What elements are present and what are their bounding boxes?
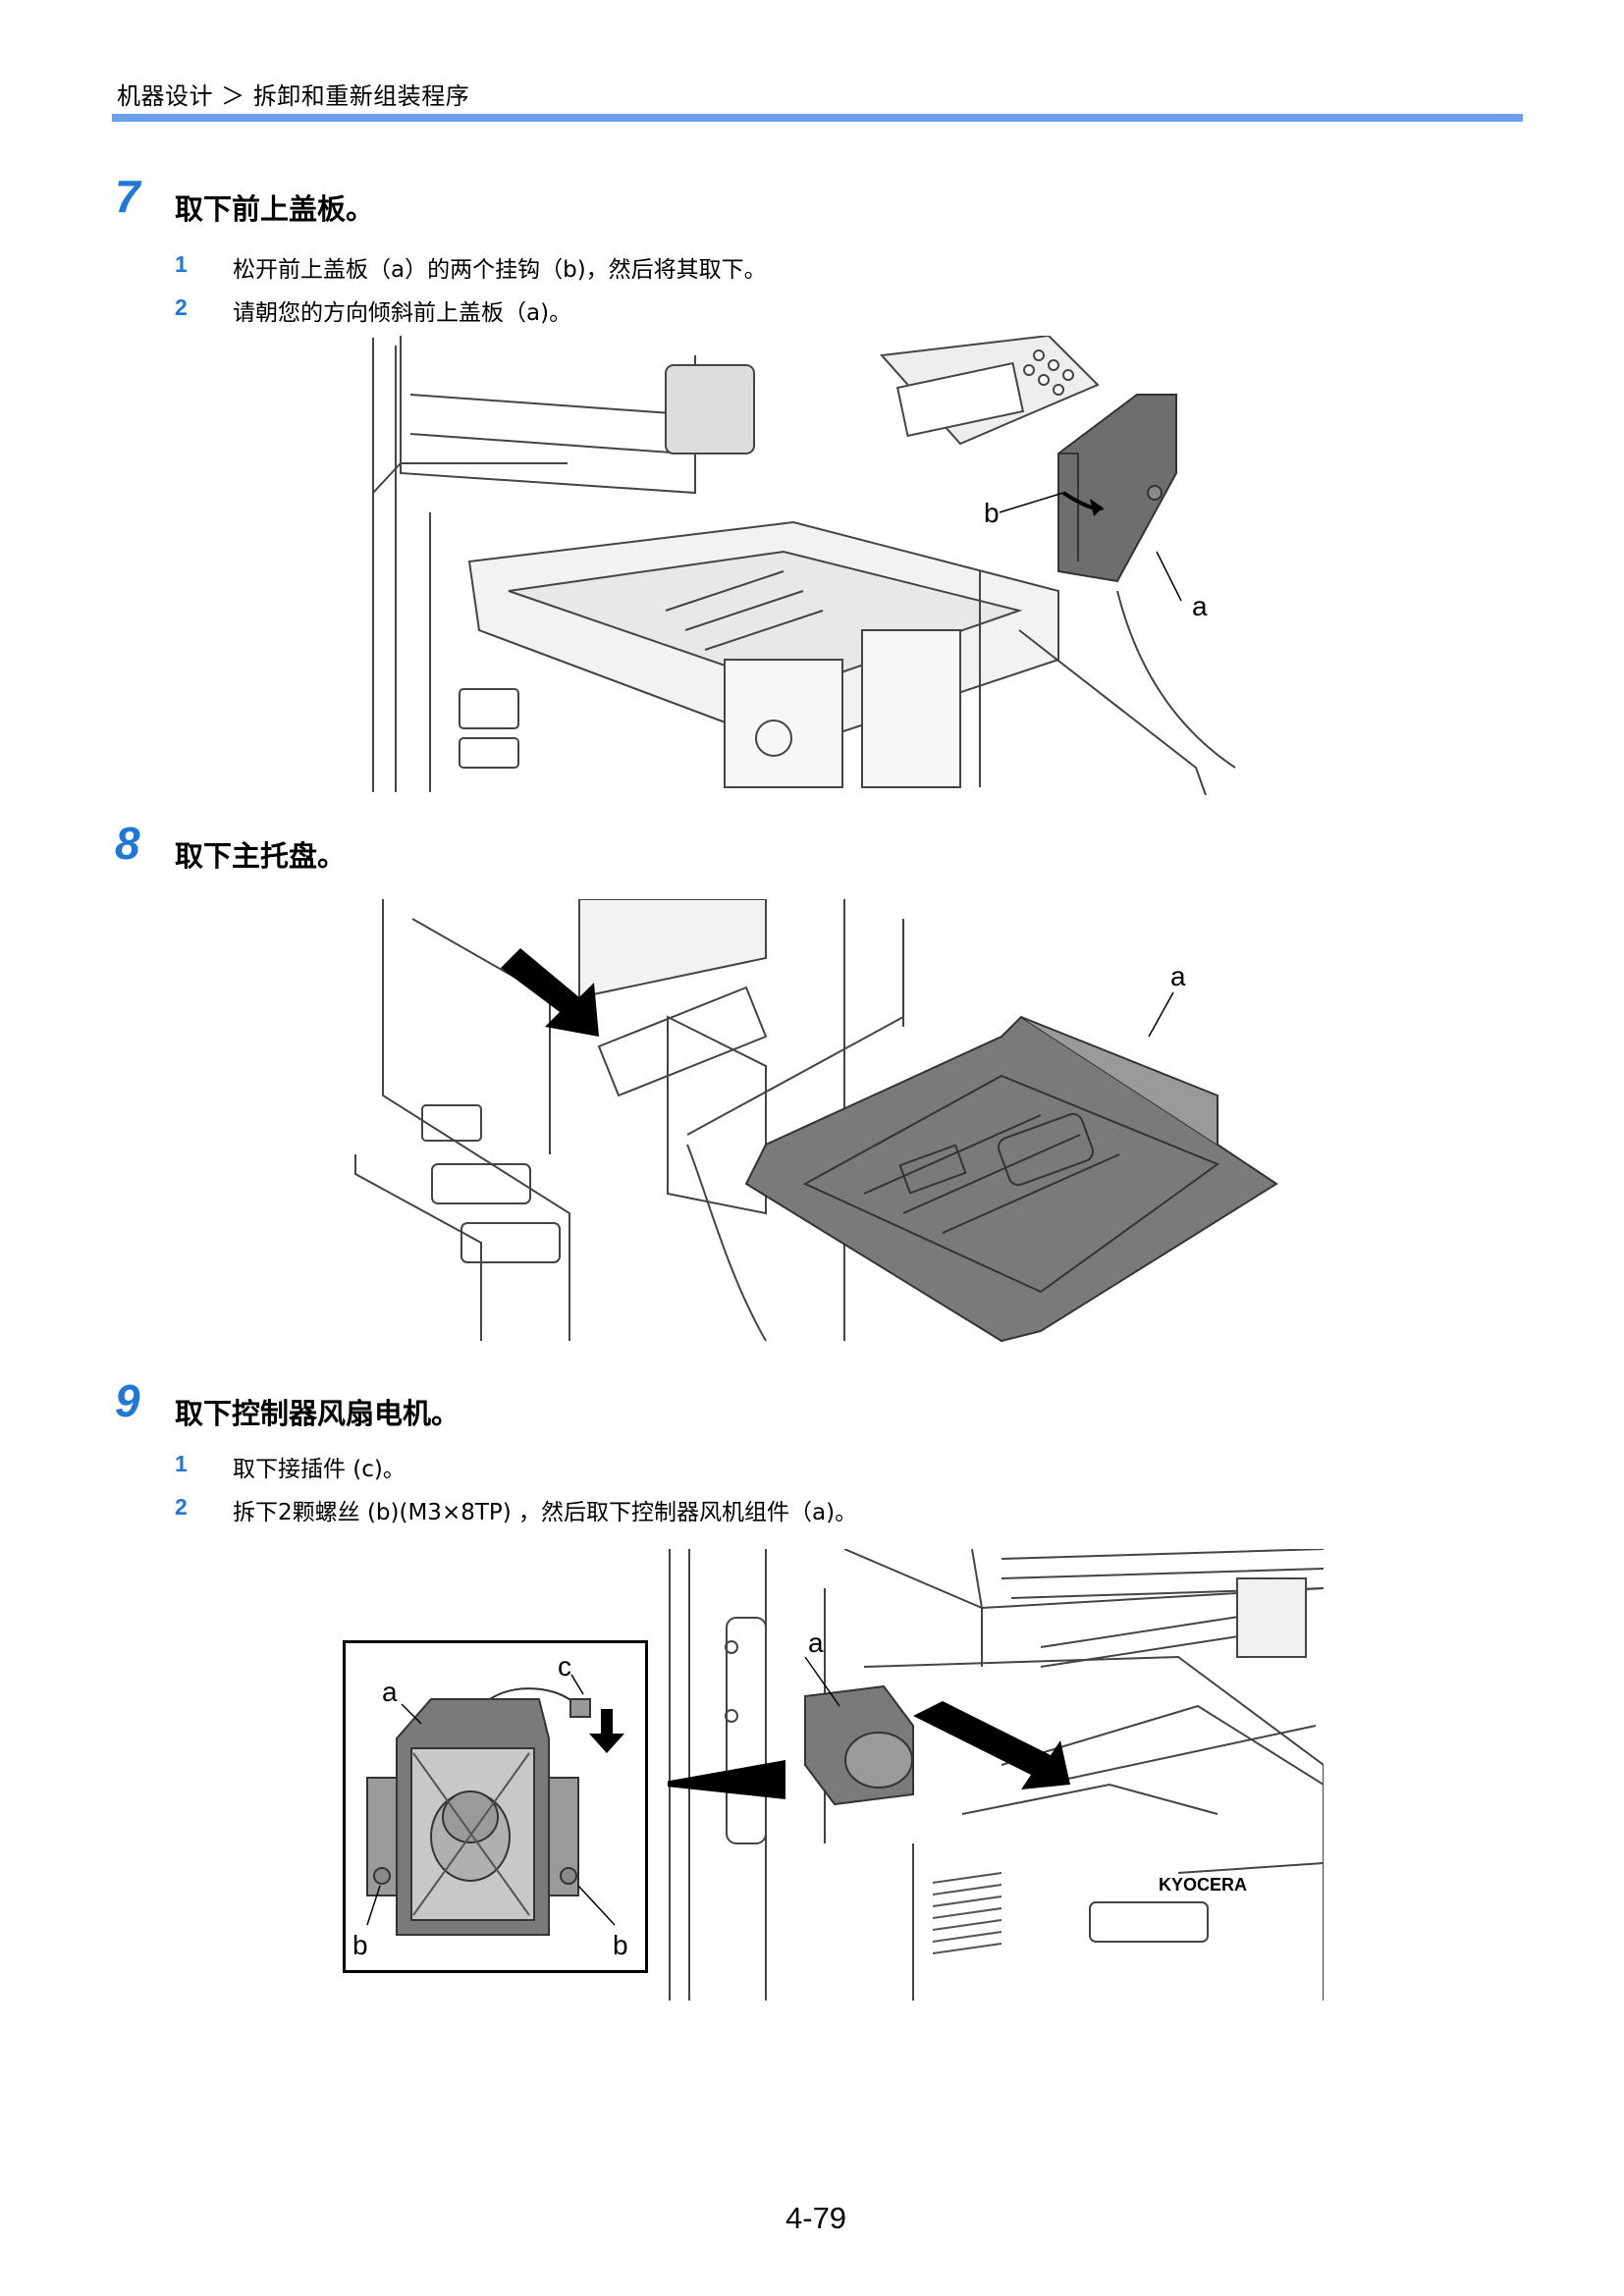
inset-label-a: a [382,1677,398,1707]
header-divider [112,114,1523,122]
step-9-title: 取下控制器风扇电机。 [175,1397,460,1430]
step-7-substep-2-text: 请朝您的方向倾斜前上盖板（a)。 [233,300,572,326]
step-7-substep-1-text: 松开前上盖板（a）的两个挂钩（b)，然后将其取下。 [233,257,767,283]
inset-label-b-left: b [352,1930,368,1960]
step-8-label-a: a [1170,961,1186,991]
step-7-label-a: a [1192,591,1208,621]
step-8-number: 8 [115,818,140,869]
step-8-title: 取下主托盘。 [175,839,347,873]
step-9-substep-1-text: 取下接插件 (c)。 [233,1457,406,1482]
step-9-label-a-main: a [808,1628,824,1658]
step-7-substep-2-number: 2 [175,294,188,320]
step-9-figure-inset: a c b b [343,1640,648,1973]
step-9-substep-2-number: 2 [175,1494,188,1520]
step-9-figure-main: a KYOCERA [668,1549,1324,2001]
step-7-substep-1-number: 1 [175,251,188,277]
breadcrumb: 机器设计 ＞ 拆卸和重新组装程序 [117,82,470,110]
step-9-number: 9 [115,1375,140,1426]
step-7-title: 取下前上盖板。 [175,192,375,226]
inset-label-c: c [558,1651,571,1682]
step-7-label-b: b [984,498,1000,528]
brand-logo: KYOCERA [1159,1875,1247,1895]
step-7-number: 7 [115,171,140,222]
inset-label-b-right: b [613,1930,628,1960]
step-9-substep-2-text: 拆下2颗螺丝 (b)(M3×8TP) ，然后取下控制器风机组件（a)。 [233,1500,858,1525]
step-8-figure: a [354,899,1278,1343]
step-9-substep-1-number: 1 [175,1451,188,1476]
step-7-figure: b a [372,336,1236,795]
page-number: 4-79 [785,2201,847,2235]
